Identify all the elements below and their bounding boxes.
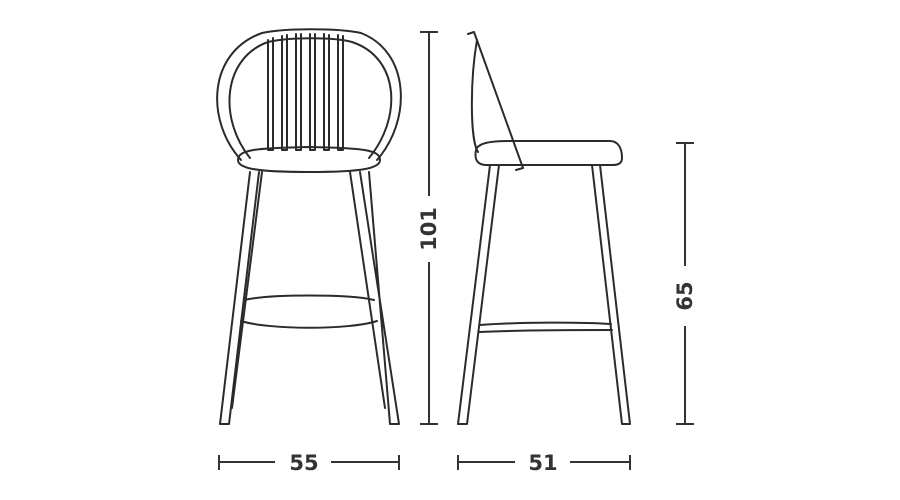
front-footrest <box>240 294 378 329</box>
front-legs <box>219 171 400 425</box>
front-backrest <box>216 28 402 161</box>
depth-dimension: 51 <box>457 451 631 475</box>
seat-height-label: 65 <box>673 281 697 310</box>
height-label: 101 <box>417 207 441 251</box>
depth-label: 51 <box>528 451 557 475</box>
width-label: 55 <box>289 451 318 475</box>
front-backrest-slats <box>267 33 344 151</box>
front-view <box>216 28 402 425</box>
height-dimension: 101 <box>417 31 441 425</box>
side-backrest <box>467 31 524 171</box>
side-seat <box>474 140 623 166</box>
seat-height-dimension: 65 <box>673 142 697 425</box>
side-legs <box>457 164 631 425</box>
side-view <box>457 31 631 425</box>
side-footrest <box>478 321 613 333</box>
front-seat <box>237 146 381 173</box>
width-dimension: 55 <box>218 451 400 475</box>
